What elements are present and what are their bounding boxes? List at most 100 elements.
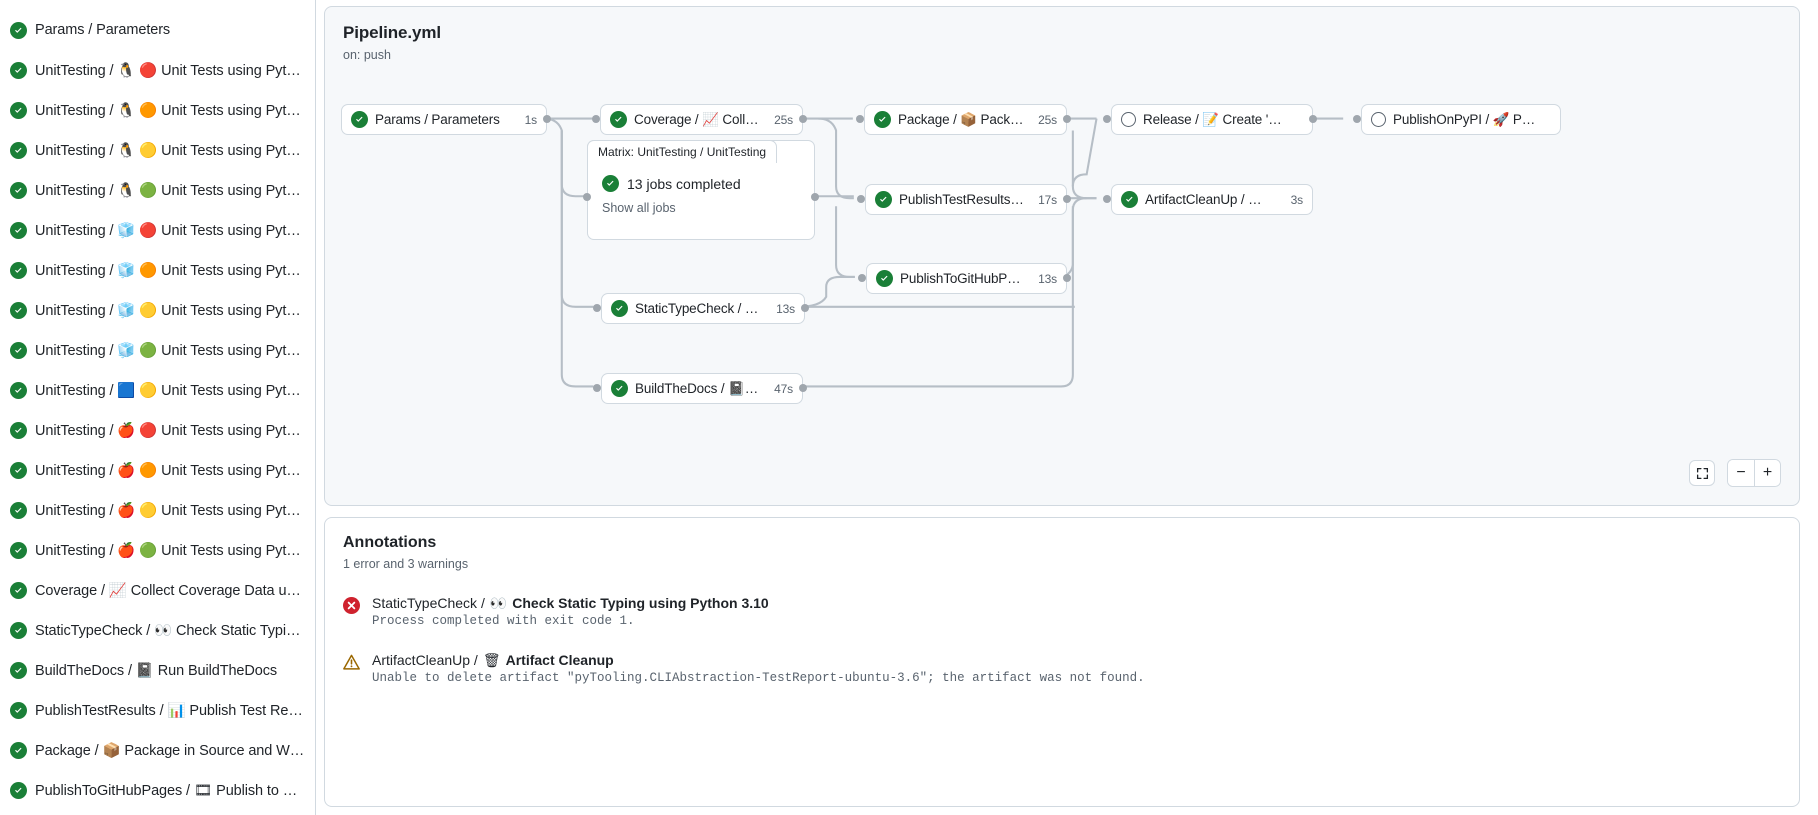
sidebar-item-job[interactable]: UnitTesting / 🍎 🟡 Unit Tests using Pyth… [0, 490, 315, 530]
node-label: Release / 📝 Create 'Release P… [1143, 111, 1289, 127]
sidebar-item-job[interactable]: UnitTesting / 🧊 🟠 Unit Tests using Pyth… [0, 250, 315, 290]
sidebar-item-job[interactable]: PublishToGitHubPages / 🎞 Publish to G… [0, 770, 315, 810]
graph-node-publishtogithubpages[interactable]: PublishToGitHubPages / 🎞 … 13s [866, 263, 1067, 294]
node-duration: 13s [1038, 271, 1057, 286]
port-in-artifact [1103, 195, 1111, 203]
annotations-list: StaticTypeCheck / 👀Check Static Typing u… [343, 595, 1781, 685]
sidebar-item-job[interactable]: UnitTesting / 🐧 🟢 Unit Tests using Pyth… [0, 170, 315, 210]
sidebar-item-job[interactable]: UnitTesting / 🐧 🟡 Unit Tests using Pyth… [0, 130, 315, 170]
port-in-pypi [1353, 115, 1361, 123]
graph-node-buildthedocs[interactable]: BuildTheDocs / 📓 Run Buil… 47s [601, 373, 803, 404]
graph-node-package[interactable]: Package / 📦 Package in So… 25s [864, 104, 1067, 135]
port-out-builddocs [799, 384, 807, 392]
sidebar-item-job[interactable]: UnitTesting / 🟦 🟡 Unit Tests using Pyth… [0, 370, 315, 410]
status-pending-icon [1371, 112, 1386, 127]
port-out-ghpages [1063, 274, 1071, 282]
matrix-summary-label: 13 jobs completed [627, 175, 741, 192]
status-success-icon [10, 581, 27, 599]
status-success-icon [611, 380, 628, 397]
graph-zoom-controls[interactable]: − + [1689, 459, 1781, 487]
annotation-job: ArtifactCleanUp / [372, 652, 478, 668]
sidebar-item-job[interactable]: BuildTheDocs / 📓 Run BuildTheDocs [0, 650, 315, 690]
annotation-emoji-icon: 🗑 [482, 652, 501, 668]
annotation-message: Process completed with exit code 1. [372, 614, 635, 628]
status-success-icon [10, 341, 27, 359]
port-in-ghpages [858, 274, 866, 282]
matrix-summary-row: 13 jobs completed [602, 175, 800, 192]
sidebar-item-label: StaticTypeCheck / 👀 Check Static Typing… [35, 622, 305, 639]
fit-screen-icon[interactable] [1689, 460, 1715, 486]
status-success-icon [10, 21, 27, 39]
graph-edges [543, 117, 1344, 388]
node-duration: 13s [776, 301, 795, 316]
trigger-subtitle: on: push [343, 48, 391, 62]
status-success-icon [10, 261, 27, 279]
annotation-job: StaticTypeCheck / [372, 595, 485, 611]
status-success-icon [611, 300, 628, 317]
sidebar-item-label: UnitTesting / 🐧 🟠 Unit Tests using Pyth… [35, 102, 305, 119]
sidebar-item-job[interactable]: Package / 📦 Package in Source and Wh… [0, 730, 315, 770]
graph-node-coverage[interactable]: Coverage / 📈 Collect Cove… 25s [600, 104, 803, 135]
node-duration: 3s [1290, 192, 1304, 207]
graph-node-release[interactable]: Release / 📝 Create 'Release P… [1111, 104, 1313, 135]
sidebar-item-label: PublishToGitHubPages / 🎞 Publish to G… [35, 782, 305, 799]
node-label: PublishOnPyPI / 🚀 Publish to … [1393, 111, 1537, 127]
sidebar-item-job[interactable]: UnitTesting / 🧊 🟡 Unit Tests using Pyth… [0, 290, 315, 330]
show-all-jobs-link[interactable]: Show all jobs [602, 201, 676, 215]
annotation-heading: ArtifactCleanUp / 🗑Artifact Cleanup [372, 652, 1145, 668]
status-success-icon [10, 461, 27, 479]
status-success-icon [10, 381, 27, 399]
port-out-matrix [811, 193, 819, 201]
sidebar-item-label: UnitTesting / 🧊 🔴 Unit Tests using Pyth… [35, 222, 305, 239]
sidebar-item-job[interactable]: UnitTesting / 🧊 🔴 Unit Tests using Pyth… [0, 210, 315, 250]
status-success-icon [10, 701, 27, 719]
node-duration: 17s [1038, 192, 1057, 207]
annotation-item[interactable]: StaticTypeCheck / 👀Check Static Typing u… [343, 595, 1781, 628]
matrix-group-tab: Matrix: UnitTesting / UnitTesting [587, 140, 778, 163]
annotation-heading: StaticTypeCheck / 👀Check Static Typing u… [372, 595, 769, 611]
node-label: StaticTypeCheck / 👀 Chec… [635, 300, 762, 316]
sidebar-item-job[interactable]: UnitTesting / 🧊 🟢 Unit Tests using Pyth… [0, 330, 315, 370]
workflow-graph-card[interactable]: Pipeline.yml on: push [324, 6, 1800, 506]
sidebar-item-label: UnitTesting / 🍎 🟠 Unit Tests using Pyth… [35, 462, 305, 479]
sidebar-item-job[interactable]: StaticTypeCheck / 👀 Check Static Typing… [0, 610, 315, 650]
annotation-text: StaticTypeCheck / 👀Check Static Typing u… [372, 595, 769, 628]
status-pending-icon [1121, 112, 1136, 127]
sidebar-item-label: UnitTesting / 🍎 🟢 Unit Tests using Pyth… [35, 542, 305, 559]
annotations-title: Annotations [343, 534, 437, 551]
zoom-button-group[interactable]: − + [1727, 459, 1781, 487]
port-out-coverage [799, 115, 807, 123]
sidebar-item-job[interactable]: UnitTesting / 🍎 🟠 Unit Tests using Pyth… [0, 450, 315, 490]
status-success-icon [351, 111, 368, 128]
status-success-icon [876, 270, 893, 287]
sidebar-item-job[interactable]: UnitTesting / 🍎 🔴 Unit Tests using Pyth… [0, 410, 315, 450]
port-in-matrix [583, 193, 591, 201]
node-label: BuildTheDocs / 📓 Run Buil… [635, 380, 760, 396]
sidebar-item-job[interactable]: UnitTesting / 🍎 🟢 Unit Tests using Pyth… [0, 530, 315, 570]
zoom-out-button[interactable]: − [1728, 460, 1754, 486]
graph-node-publishonpypi[interactable]: PublishOnPyPI / 🚀 Publish to … [1361, 104, 1561, 135]
node-label: Package / 📦 Package in So… [898, 111, 1025, 127]
sidebar-item-job[interactable]: UnitTesting / 🐧 🔴 Unit Tests using Pyth… [0, 50, 315, 90]
sidebar-item-job[interactable]: PublishTestResults / 📊 Publish Test Resu… [0, 690, 315, 730]
annotation-name: Check Static Typing using Python 3.10 [512, 595, 769, 611]
matrix-group-unittesting[interactable]: Matrix: UnitTesting / UnitTesting 13 job… [587, 140, 815, 240]
port-out-statictype [801, 304, 809, 312]
graph-node-publishtestresults[interactable]: PublishTestResults / 📊 Pu… 17s [865, 184, 1067, 215]
status-success-icon [1121, 191, 1138, 208]
matrix-group-body: 13 jobs completed Show all jobs [588, 163, 814, 239]
sidebar-item-job[interactable]: Coverage / 📈 Collect Coverage Data usi… [0, 570, 315, 610]
sidebar-item-job[interactable]: Params / Parameters [0, 10, 315, 50]
sidebar-item-label: UnitTesting / 🐧 🟡 Unit Tests using Pyth… [35, 142, 305, 159]
zoom-in-button[interactable]: + [1754, 460, 1780, 486]
graph-node-artifactcleanup[interactable]: ArtifactCleanUp / 🗑 Artifac… 3s [1111, 184, 1313, 215]
status-success-icon [10, 541, 27, 559]
sidebar-item-job[interactable]: UnitTesting / 🐧 🟠 Unit Tests using Pyth… [0, 90, 315, 130]
status-success-icon [10, 181, 27, 199]
graph-node-statictypecheck[interactable]: StaticTypeCheck / 👀 Chec… 13s [601, 293, 805, 324]
status-success-icon [10, 141, 27, 159]
graph-node-params[interactable]: Params / Parameters 1s [341, 104, 547, 135]
